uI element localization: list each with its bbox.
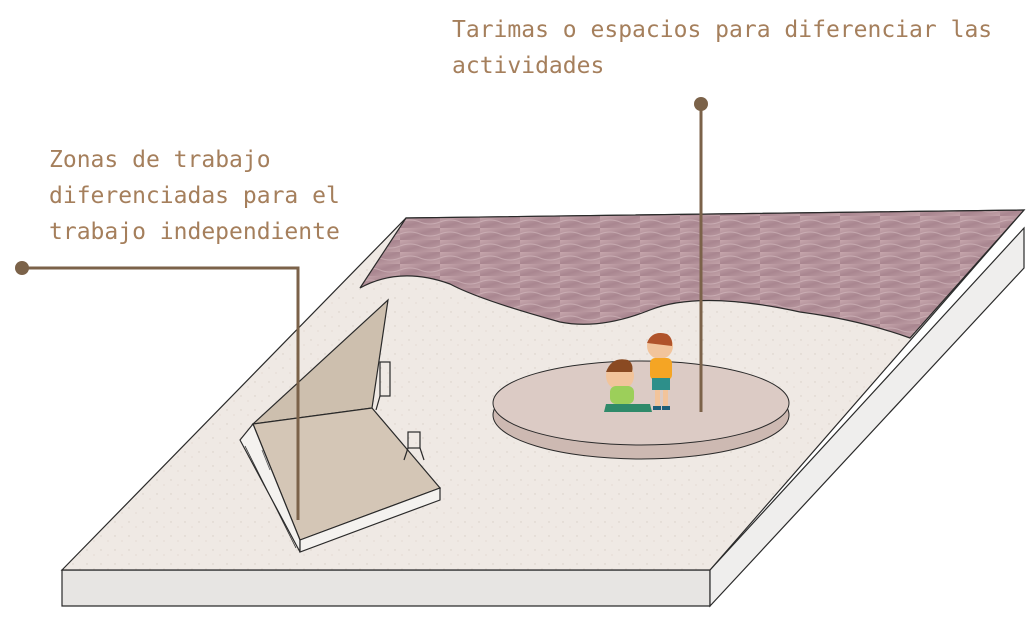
annotation-work-zones-line3: trabajo independiente xyxy=(49,219,340,245)
leader-dot-icon xyxy=(15,261,29,275)
annotation-platforms-line2: actividades xyxy=(452,53,605,79)
children-playing-illustration xyxy=(604,333,673,412)
annotation-platforms: Tarimas o espacios para diferenciar las … xyxy=(452,12,993,84)
chair-icon xyxy=(375,361,391,411)
annotation-platforms-line1: Tarimas o espacios para diferenciar las xyxy=(452,17,993,43)
leader-line-left xyxy=(22,266,300,520)
carpet-area xyxy=(359,209,1026,339)
slab-right-face xyxy=(709,226,1025,608)
chair-icon xyxy=(403,431,425,461)
annotation-work-zones-line2: diferenciadas para el xyxy=(49,183,340,209)
annotation-work-zones-line1: Zonas de trabajo xyxy=(49,147,271,173)
leader-dot-icon xyxy=(694,97,708,111)
slab-front-face xyxy=(61,569,711,607)
work-zone-desks xyxy=(239,298,442,553)
annotation-work-zones: Zonas de trabajo diferenciadas para el t… xyxy=(49,142,349,250)
round-platform xyxy=(492,360,790,446)
